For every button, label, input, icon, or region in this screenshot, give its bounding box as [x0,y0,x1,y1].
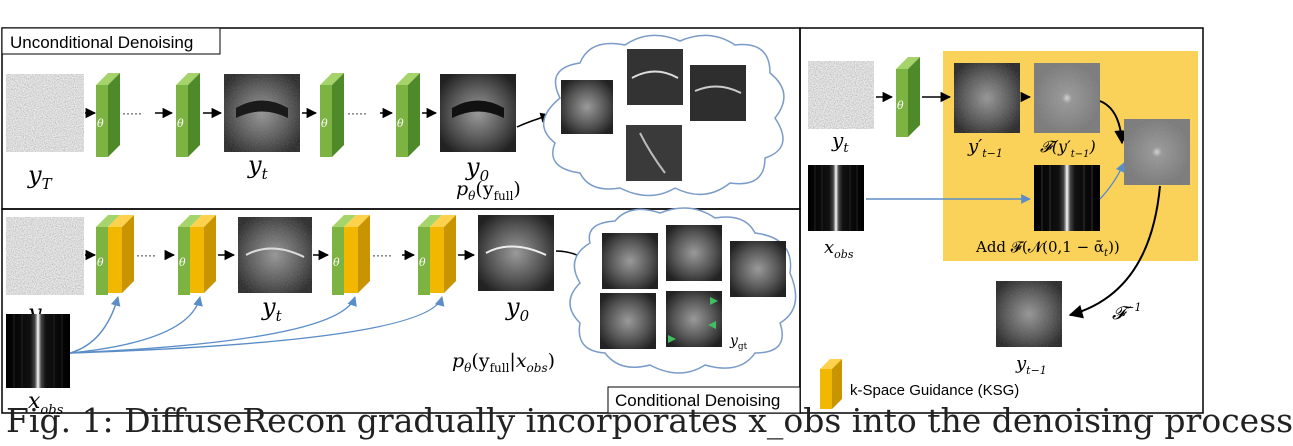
ksg-block-2: θ [178,215,216,295]
label-yt-bottom: yt [261,293,283,325]
denoiser-block-3: θ [320,73,344,157]
diffuserecon-diagram: Unconditional Denoising Conditional Deno… [1,27,1204,418]
legend-ksg-label: k-Space Guidance (KSG) [850,382,1019,399]
cloud-top-sample-1 [561,80,613,134]
ksg-detail-panel [799,27,1204,414]
kspace-xobs-bottom [6,314,70,388]
denoiser-block-4: θ [396,73,420,157]
ellipsis-1: ····· [122,106,142,120]
label-p-uncond: pθ(yfull) [456,178,521,203]
svg-text:θ: θ [177,117,184,130]
ksg-block-3: θ [332,215,370,295]
ksg-block-4: θ [418,215,456,295]
knee-image-y0-top [440,74,516,152]
ellipsis-2: ····· [347,106,367,120]
label-y0-bottom: y0 [505,293,530,325]
cloud-bottom-sample-1 [602,233,658,289]
svg-text:θ: θ [419,256,426,269]
svg-text:θ: θ [179,256,186,269]
svg-text:θ: θ [333,256,340,269]
svg-text:θ: θ [97,256,104,269]
cloud-top-sample-2 [627,49,683,105]
cloud-bottom-sample-4 [600,293,656,349]
right-kspace-xobs [808,165,864,231]
label-xobs-bottom: xobs [28,389,64,418]
legend-ksg-icon [820,359,842,409]
ksg-block-1: θ [96,215,134,295]
label-y0-top: y0 [465,153,490,185]
svg-text:θ: θ [321,117,328,130]
denoiser-block-2: θ [176,73,200,157]
denoiser-block-1: θ [96,73,120,157]
label-fourier: 𝓕(y′t−1) [1040,137,1096,160]
cloud-bottom-sample-2 [666,225,722,281]
svg-text:θ: θ [897,99,904,112]
label-inverse-fourier: 𝓕−1 [1112,301,1142,324]
unconditional-title: Unconditional Denoising [10,33,193,52]
label-add-noise: Add 𝓕(𝓝(0,1 − ᾱt)) [975,238,1120,259]
ellipsis-3: ····· [136,248,156,262]
label-yT-top: yT [27,161,53,193]
svg-text:θ: θ [397,117,404,130]
cloud-top-sample-3 [690,65,746,121]
label-p-cond: pθ(yfull|xobs) [452,350,555,375]
label-right-yprime: y′t−1 [967,136,1003,160]
cloud-top-sample-4 [626,125,682,181]
right-denoiser-block: θ [896,57,920,137]
ellipsis-4: ····· [372,248,392,262]
noise-image-yT-top [6,74,84,152]
label-right-ytm1: yt−1 [1015,353,1047,377]
svg-text:θ: θ [97,117,104,130]
label-yt-top: yt [247,151,269,183]
figure-caption: Fig. 1: DiffuseRecon gradually incorpora… [6,401,1293,440]
right-noise-yt [808,61,874,129]
label-right-xobs: xobs [824,237,854,261]
label-ygt: ygt [729,333,748,352]
label-right-yt: yt [831,128,849,156]
noise-image-yT-bottom [6,217,84,295]
right-kspace-noisy [1034,165,1100,231]
conditional-title: Conditional Denoising [615,391,780,410]
cloud-bottom-sample-3 [730,241,786,297]
